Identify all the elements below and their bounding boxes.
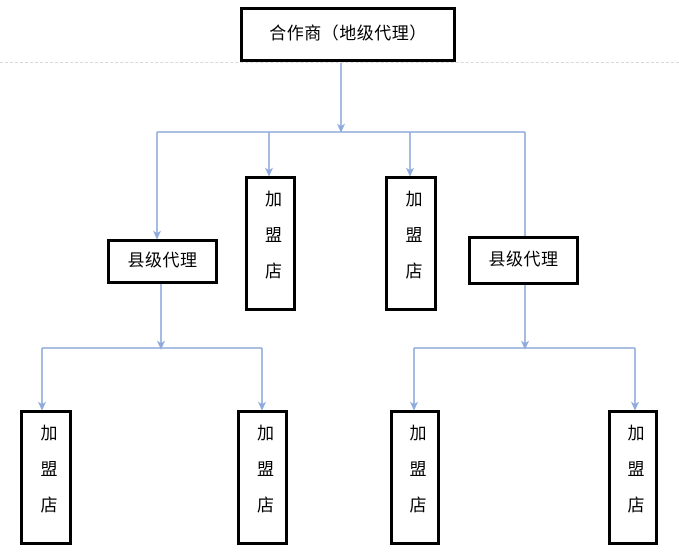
- node-county-agent-right-label: 县级代理: [488, 250, 559, 270]
- node-franchise-mid-right-label: 加盟店: [401, 189, 422, 298]
- node-franchise-bottom-4[interactable]: 加盟店: [608, 410, 658, 545]
- node-county-agent-right[interactable]: 县级代理: [468, 236, 579, 285]
- node-franchise-bottom-4-label: 加盟店: [623, 423, 644, 532]
- node-county-agent-left-label: 县级代理: [127, 251, 198, 271]
- node-franchise-bottom-2[interactable]: 加盟店: [237, 410, 288, 545]
- node-franchise-bottom-1-label: 加盟店: [36, 423, 57, 532]
- node-franchise-bottom-1[interactable]: 加盟店: [20, 410, 72, 545]
- node-franchise-bottom-3-label: 加盟店: [405, 423, 426, 532]
- node-franchise-bottom-2-label: 加盟店: [253, 423, 273, 532]
- node-franchise-mid-right[interactable]: 加盟店: [385, 176, 437, 311]
- header-divider: [0, 62, 679, 63]
- node-partner-label: 合作商（地级代理）: [269, 24, 427, 44]
- node-county-agent-left[interactable]: 县级代理: [107, 239, 218, 284]
- node-partner[interactable]: 合作商（地级代理）: [240, 7, 456, 62]
- node-franchise-mid-left[interactable]: 加盟店: [245, 176, 296, 311]
- node-franchise-mid-left-label: 加盟店: [261, 189, 281, 298]
- node-franchise-bottom-3[interactable]: 加盟店: [390, 410, 440, 545]
